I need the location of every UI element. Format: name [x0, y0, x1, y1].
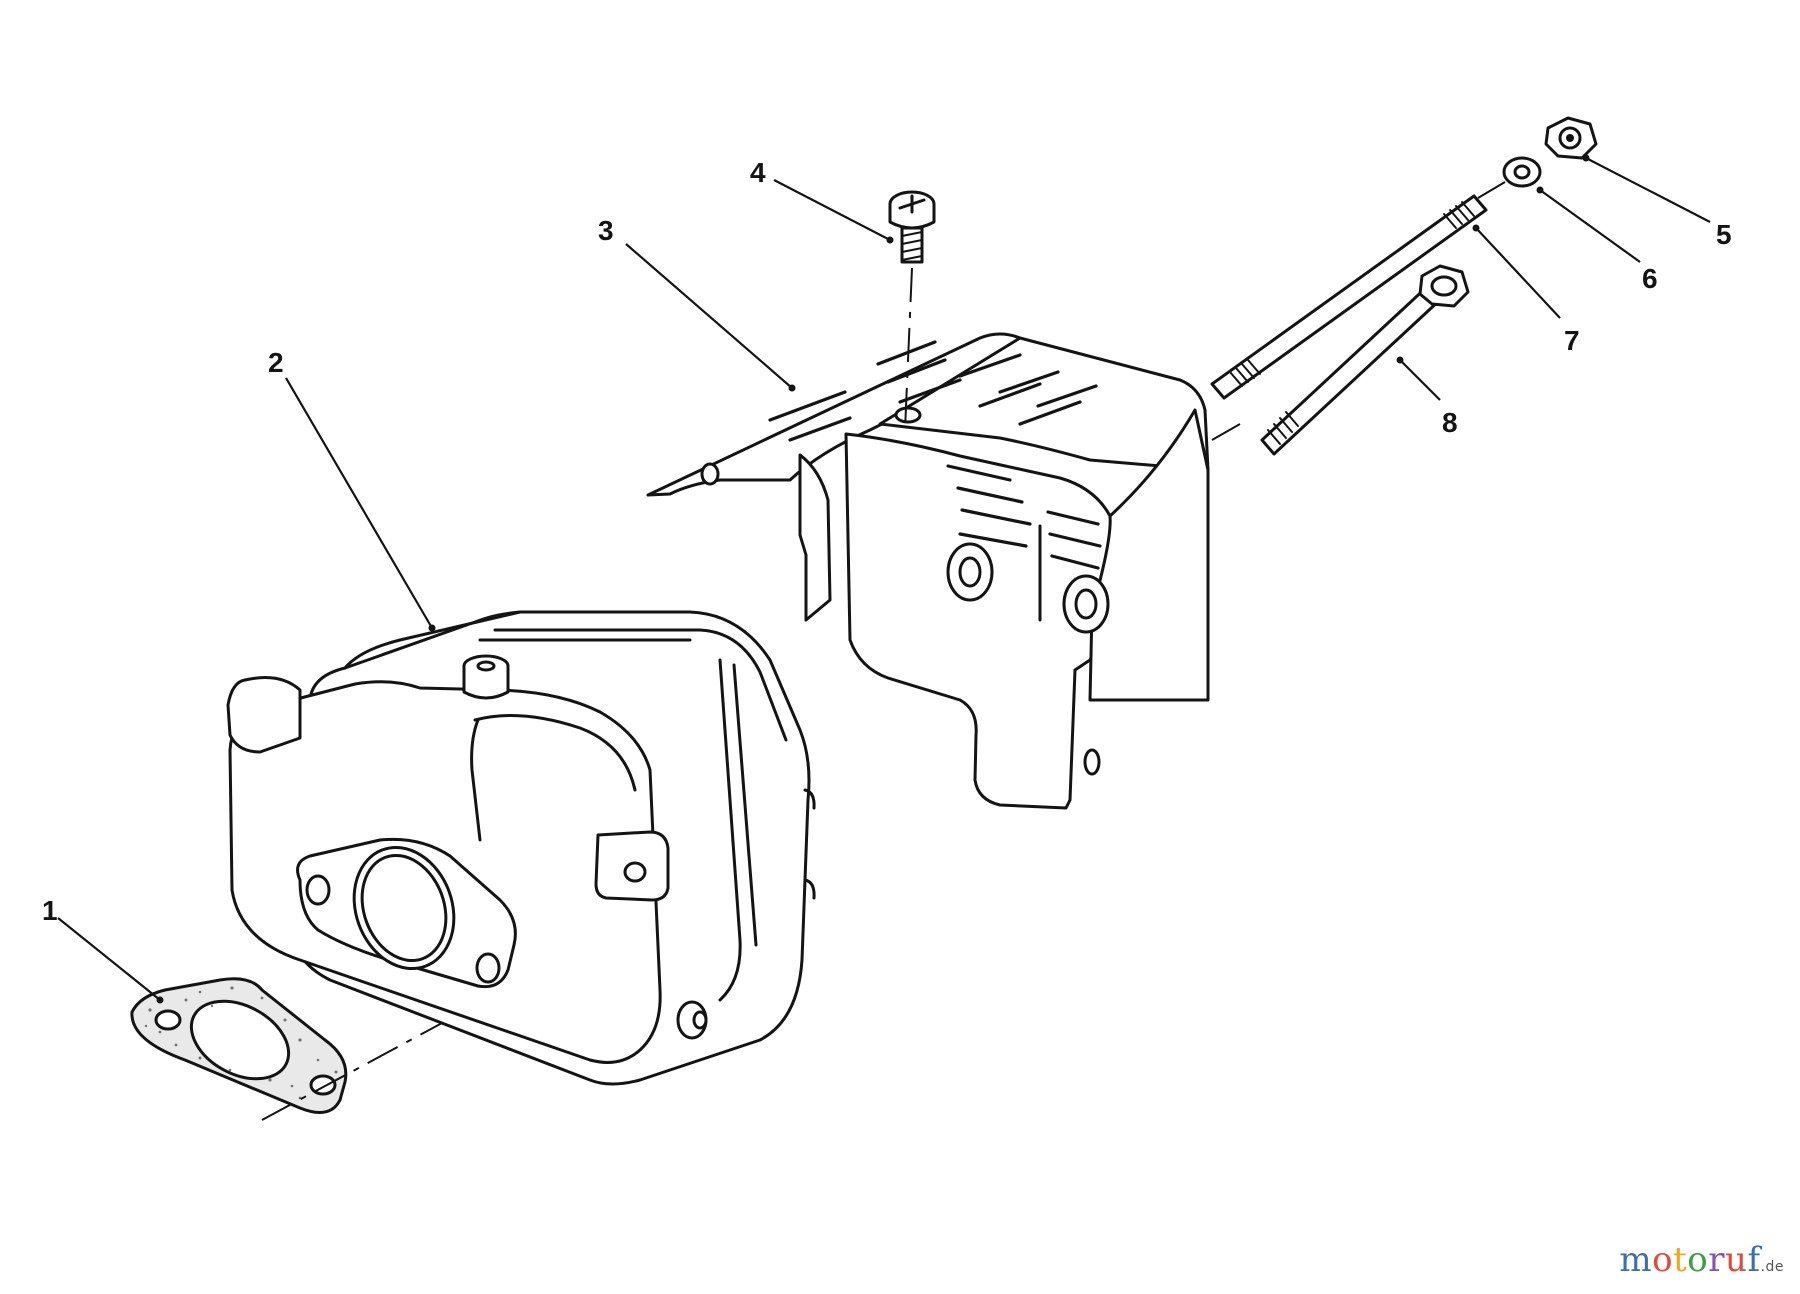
callout-6-label: 6	[1642, 263, 1658, 294]
washer-part-6	[1477, 156, 1542, 199]
callout-7: 7	[1472, 224, 1580, 356]
watermark-letter: f	[1747, 1240, 1761, 1280]
callout-4-label: 4	[750, 157, 766, 188]
callout-6: 6	[1536, 186, 1658, 294]
watermark-letter: u	[1725, 1240, 1748, 1280]
callout-1: 1	[42, 895, 164, 1004]
watermark-letter: m	[1619, 1240, 1653, 1280]
watermark-letter: r	[1708, 1240, 1726, 1280]
callout-3: 3	[598, 215, 796, 392]
watermark-letter: o	[1652, 1240, 1674, 1280]
callout-5-label: 5	[1716, 219, 1732, 250]
callout-4: 4	[750, 157, 894, 244]
callout-8: 8	[1396, 356, 1458, 438]
gasket-part-1	[130, 977, 471, 1121]
callout-2: 2	[268, 347, 436, 632]
callout-1-label: 1	[42, 895, 58, 926]
nut-part-5	[1544, 116, 1598, 160]
bolt-part-8	[1211, 264, 1470, 456]
callout-7-label: 7	[1564, 325, 1580, 356]
callout-2-label: 2	[268, 347, 284, 378]
stud-part-7	[1210, 194, 1488, 400]
watermark-letter: t	[1673, 1240, 1688, 1280]
screw-part-4	[888, 190, 936, 431]
watermark-domain: .de	[1760, 1259, 1784, 1275]
callout-3-label: 3	[598, 215, 614, 246]
watermark-letter: o	[1687, 1240, 1709, 1280]
watermark-logo: motoruf.de	[1619, 1240, 1784, 1280]
callout-5: 5	[1582, 154, 1732, 250]
callout-8-label: 8	[1442, 407, 1458, 438]
muffler-part-2	[226, 610, 816, 1086]
heat-shield-part-3	[646, 332, 1210, 810]
